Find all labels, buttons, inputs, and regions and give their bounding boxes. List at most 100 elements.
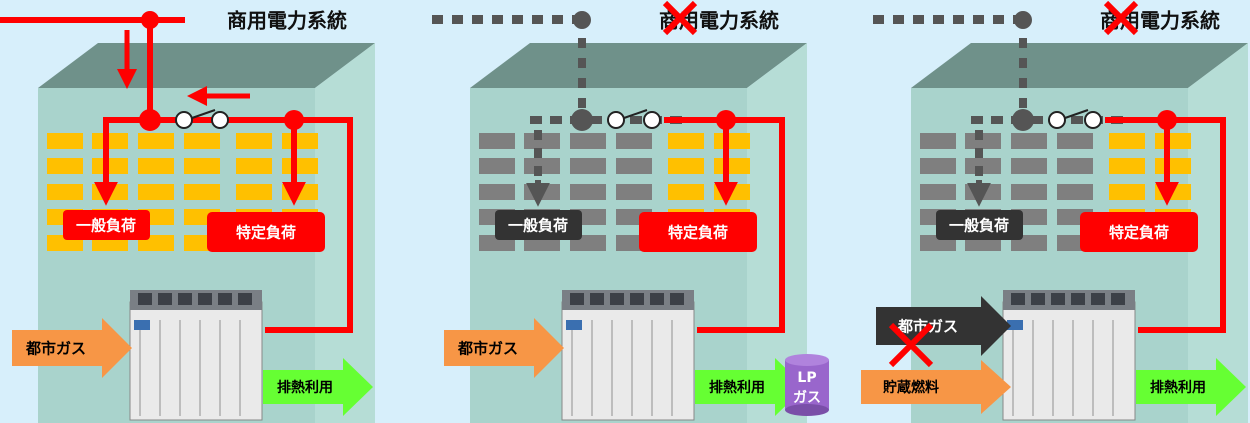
- breaker-contact: [1084, 111, 1102, 129]
- bus-dash: [1071, 116, 1083, 124]
- general-load-box: [495, 210, 582, 240]
- general-feed-dash: [975, 148, 983, 158]
- fuel-arrow: [444, 318, 564, 378]
- grid-feed-dash: [578, 58, 586, 68]
- generator-logo: [1007, 320, 1023, 330]
- general-load-label: 一般負荷: [508, 217, 568, 235]
- panel-outage: 商用電力系統一般負荷特定負荷都市ガス排熱利用: [432, 0, 807, 423]
- bus-dash: [1031, 116, 1043, 124]
- panel-outage-gas-cut: 商用電力系統一般負荷特定負荷都市ガス貯蔵燃料LPガス排熱利用: [785, 0, 1248, 423]
- load-window: [1011, 184, 1047, 200]
- load-window: [1011, 158, 1047, 174]
- lp-gas-label: LP: [797, 370, 816, 386]
- load-window: [1155, 184, 1191, 200]
- load-window: [1011, 133, 1047, 149]
- load-window: [479, 158, 515, 174]
- grid-line-dash: [873, 15, 884, 24]
- generator-body: [561, 301, 695, 421]
- load-window: [1155, 158, 1191, 174]
- grid-feed-dash: [578, 98, 586, 108]
- breaker-contact: [175, 111, 193, 129]
- general-feed-dash: [534, 148, 542, 158]
- grid-line-dash: [893, 15, 904, 24]
- lp-gas-tank-bottom: [785, 404, 829, 416]
- load-window: [524, 133, 560, 149]
- lp-gas-tank-top: [785, 354, 829, 366]
- generator-fan: [1091, 293, 1105, 305]
- load-window: [965, 133, 1001, 149]
- load-window: [714, 133, 750, 149]
- general-feed-dash: [975, 166, 983, 176]
- bus-node: [1012, 109, 1034, 131]
- grid-node: [573, 11, 591, 29]
- generator-fan: [138, 293, 152, 305]
- grid-label: 商用電力系統: [227, 9, 347, 33]
- general-load-box: [936, 210, 1023, 240]
- grid-line-dash: [953, 15, 964, 24]
- grid-line-dash: [933, 15, 944, 24]
- load-window: [236, 184, 272, 200]
- grid-line-dash: [913, 15, 924, 24]
- load-window: [92, 133, 128, 149]
- grid-line-dash: [532, 15, 543, 24]
- breaker-contact: [643, 111, 661, 129]
- bus-node: [571, 109, 593, 131]
- generator-body: [129, 301, 263, 421]
- bus-dash: [991, 116, 1003, 124]
- grid-line-dash: [472, 15, 483, 24]
- specific-load-label: 特定負荷: [668, 224, 728, 242]
- bus-dash: [971, 116, 983, 124]
- load-window: [138, 184, 174, 200]
- grid-line-dash: [432, 15, 443, 24]
- load-window: [616, 133, 652, 149]
- generator-fan: [630, 293, 644, 305]
- bus-dash: [630, 116, 642, 124]
- specific-load-box: [207, 212, 325, 252]
- generator-fan: [1011, 293, 1025, 305]
- generator-fan: [218, 293, 232, 305]
- load-window: [282, 184, 318, 200]
- specific-node: [1157, 110, 1177, 130]
- grid-line-dash: [993, 15, 1004, 24]
- load-window: [570, 184, 606, 200]
- fuel-label: 都市ガス: [25, 340, 86, 358]
- load-window: [138, 158, 174, 174]
- load-window: [47, 158, 83, 174]
- generator-body: [1002, 301, 1136, 421]
- grid-line-dash: [512, 15, 523, 24]
- grid-line-dash: [552, 15, 563, 24]
- load-window: [92, 158, 128, 174]
- fuel-label: 都市ガス: [457, 340, 518, 358]
- grid-node: [141, 11, 159, 29]
- load-window: [616, 158, 652, 174]
- generator-fan: [1051, 293, 1065, 305]
- generator-fan: [158, 293, 172, 305]
- generator-fan: [670, 293, 684, 305]
- load-window: [1155, 133, 1191, 149]
- specific-load-box: [1080, 212, 1198, 252]
- exhaust-label: 排熱利用: [1150, 379, 1206, 396]
- load-window: [184, 133, 220, 149]
- bus-dash: [530, 116, 542, 124]
- general-load-box: [63, 210, 150, 240]
- breaker-contact: [1048, 111, 1066, 129]
- breaker-contact: [211, 111, 229, 129]
- grid-line-dash: [452, 15, 463, 24]
- grid-feed-dash: [1019, 58, 1027, 68]
- load-window: [616, 184, 652, 200]
- backup-fuel-arrow: [861, 360, 1011, 414]
- load-window: [570, 133, 606, 149]
- load-window: [1109, 184, 1145, 200]
- cross-icon: [1103, 0, 1139, 36]
- load-window: [1057, 158, 1093, 174]
- generator-fan: [1071, 293, 1085, 305]
- breaker-switch: [1064, 109, 1089, 119]
- breaker-contact: [607, 111, 625, 129]
- load-window: [282, 133, 318, 149]
- load-window: [47, 184, 83, 200]
- specific-load-label: 特定負荷: [1109, 224, 1169, 242]
- load-window: [668, 184, 704, 200]
- load-window: [1109, 133, 1145, 149]
- specific-node: [284, 110, 304, 130]
